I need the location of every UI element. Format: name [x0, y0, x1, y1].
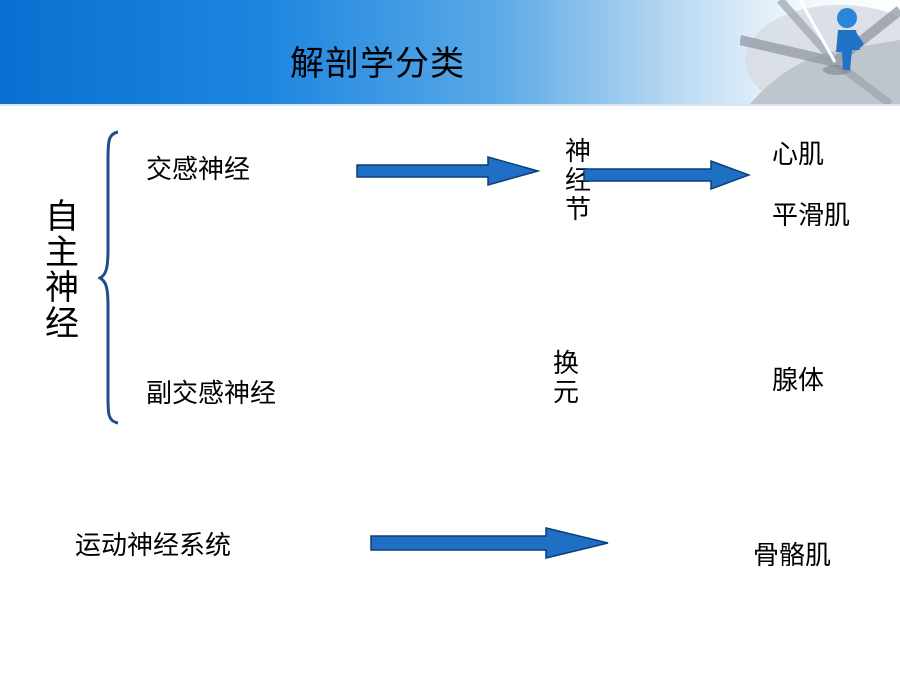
skeletal-muscle-label: 骨骼肌	[753, 541, 832, 571]
arrow-ganglion-to-targets	[583, 160, 751, 190]
person-on-road-logo-icon	[740, 0, 900, 104]
header-divider	[0, 104, 900, 106]
ganglion-label: 神经节	[564, 137, 591, 226]
sympathetic-label: 交感神经	[146, 155, 251, 185]
arrow-motor-to-skeletal	[370, 527, 609, 559]
arrow-sympathetic-to-ganglion	[356, 156, 540, 186]
gland-label: 腺体	[772, 366, 825, 396]
slide-title: 解剖学分类	[290, 44, 465, 84]
smooth-muscle-label: 平滑肌	[772, 201, 851, 231]
autonomic-nervous-label: 自主神经	[45, 197, 79, 345]
motor-system-label: 运动神经系统	[75, 531, 232, 561]
relay-label: 换元	[552, 349, 579, 409]
parasympathetic-label: 副交感神经	[146, 379, 277, 409]
cardiac-muscle-label: 心肌	[772, 140, 825, 170]
left-brace	[98, 130, 119, 425]
